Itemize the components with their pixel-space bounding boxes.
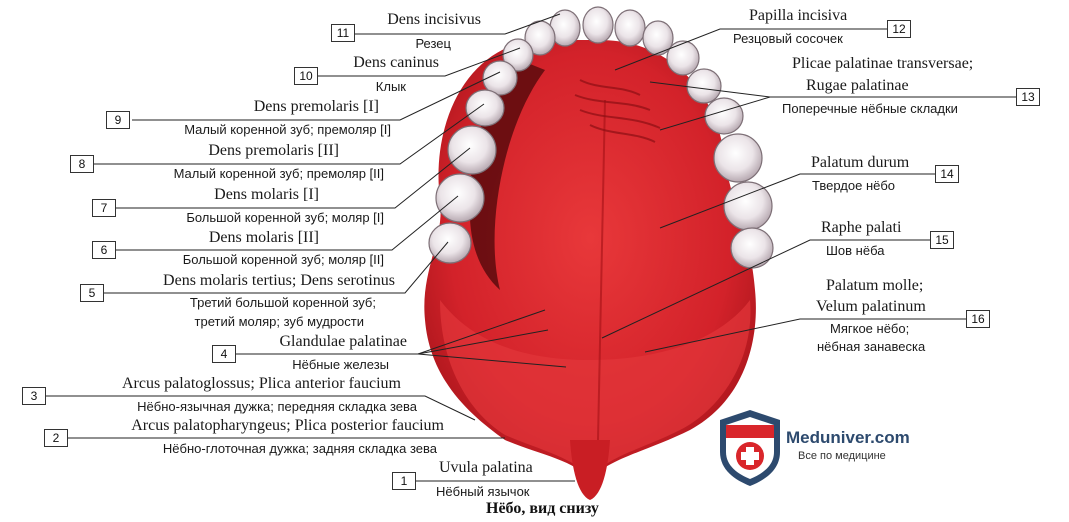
uvula xyxy=(570,440,610,500)
rugae xyxy=(574,79,661,143)
label-16-russian: Мягкое нёбо; xyxy=(830,321,910,336)
label-number-1: 1 xyxy=(392,472,416,490)
label-number-13: 13 xyxy=(1016,88,1040,106)
label-number-4: 4 xyxy=(212,345,236,363)
label-8-latin: Dens premolaris [II] xyxy=(208,142,339,159)
label-number-6: 6 xyxy=(92,241,116,259)
teeth xyxy=(428,6,774,269)
label-14-latin: Palatum durum xyxy=(811,154,910,171)
label-1-latin: Uvula palatina xyxy=(439,459,533,476)
label-5-latin: Dens molaris tertius; Dens serotinus xyxy=(163,272,395,289)
brand-logo xyxy=(720,410,780,486)
label-11-russian: Резец xyxy=(415,36,451,51)
label-11-latin: Dens incisivus xyxy=(387,11,481,28)
label-7-latin: Dens molaris [I] xyxy=(214,186,319,203)
label-12-latin: Papilla incisiva xyxy=(749,7,848,24)
label-16-latin: Palatum molle; xyxy=(826,277,924,294)
label-15-latin: Raphe palati xyxy=(821,219,902,236)
label-16-russian-2: нёбная занавеска xyxy=(817,339,926,354)
label-2-russian: Нёбно-глоточная дужка; задняя складка зе… xyxy=(162,441,437,456)
brand-name: Meduniver.com xyxy=(786,428,910,447)
label-number-8: 8 xyxy=(70,155,94,173)
label-number-16: 16 xyxy=(966,310,990,328)
label-9-russian: Малый коренной зуб; премоляр [I] xyxy=(184,122,391,137)
label-5-russian-2: третий моляр; зуб мудрости xyxy=(194,314,364,329)
label-number-10: 10 xyxy=(294,67,318,85)
label-6-russian: Большой коренной зуб; моляр [II] xyxy=(182,252,384,267)
label-number-9: 9 xyxy=(106,111,130,129)
label-6-latin: Dens molaris [II] xyxy=(208,229,319,246)
label-4-russian: Нёбные железы xyxy=(292,357,389,372)
label-10-latin: Dens caninus xyxy=(353,54,439,71)
label-14-russian: Твердое нёбо xyxy=(812,178,896,193)
label-13-russian: Поперечные нёбные складки xyxy=(782,101,958,116)
label-13-latin-2: Rugae palatinae xyxy=(806,77,909,94)
label-4-latin: Glandulae palatinae xyxy=(279,333,408,350)
label-12-russian: Резцовый сосочек xyxy=(733,31,843,46)
label-13-latin: Plicae palatinae transversae; xyxy=(792,55,974,72)
label-7-russian: Большой коренной зуб; моляр [I] xyxy=(186,210,384,225)
label-9-latin: Dens premolaris [I] xyxy=(253,98,379,115)
raphe-line xyxy=(597,99,606,441)
label-2-latin: Arcus palatopharyngeus; Plica posterior … xyxy=(131,417,444,434)
label-number-14: 14 xyxy=(935,165,959,183)
label-number-3: 3 xyxy=(22,387,46,405)
label-3-russian: Нёбно-язычная дужка; передняя складка зе… xyxy=(137,399,417,414)
label-15-russian: Шов нёба xyxy=(826,243,885,258)
label-10-russian: Клык xyxy=(375,79,406,94)
label-number-15: 15 xyxy=(930,231,954,249)
label-8-russian: Малый коренной зуб; премоляр [II] xyxy=(173,166,384,181)
label-5-russian: Третий большой коренной зуб; xyxy=(189,295,376,310)
brand-tagline: Все по медицине xyxy=(798,450,886,462)
label-number-12: 12 xyxy=(887,20,911,38)
soft-palate xyxy=(440,300,751,478)
label-number-7: 7 xyxy=(92,199,116,217)
label-1-russian: Нёбный язычок xyxy=(436,484,530,499)
leader-lines xyxy=(42,13,1016,482)
label-3-latin: Arcus palatoglossus; Plica anterior fauc… xyxy=(121,375,401,392)
label-number-11: 11 xyxy=(331,24,355,42)
label-16-latin-2: Velum palatinum xyxy=(816,298,926,315)
label-number-5: 5 xyxy=(80,284,104,302)
figure-caption: Нёбо, вид снизу xyxy=(486,500,599,517)
label-number-2: 2 xyxy=(44,429,68,447)
